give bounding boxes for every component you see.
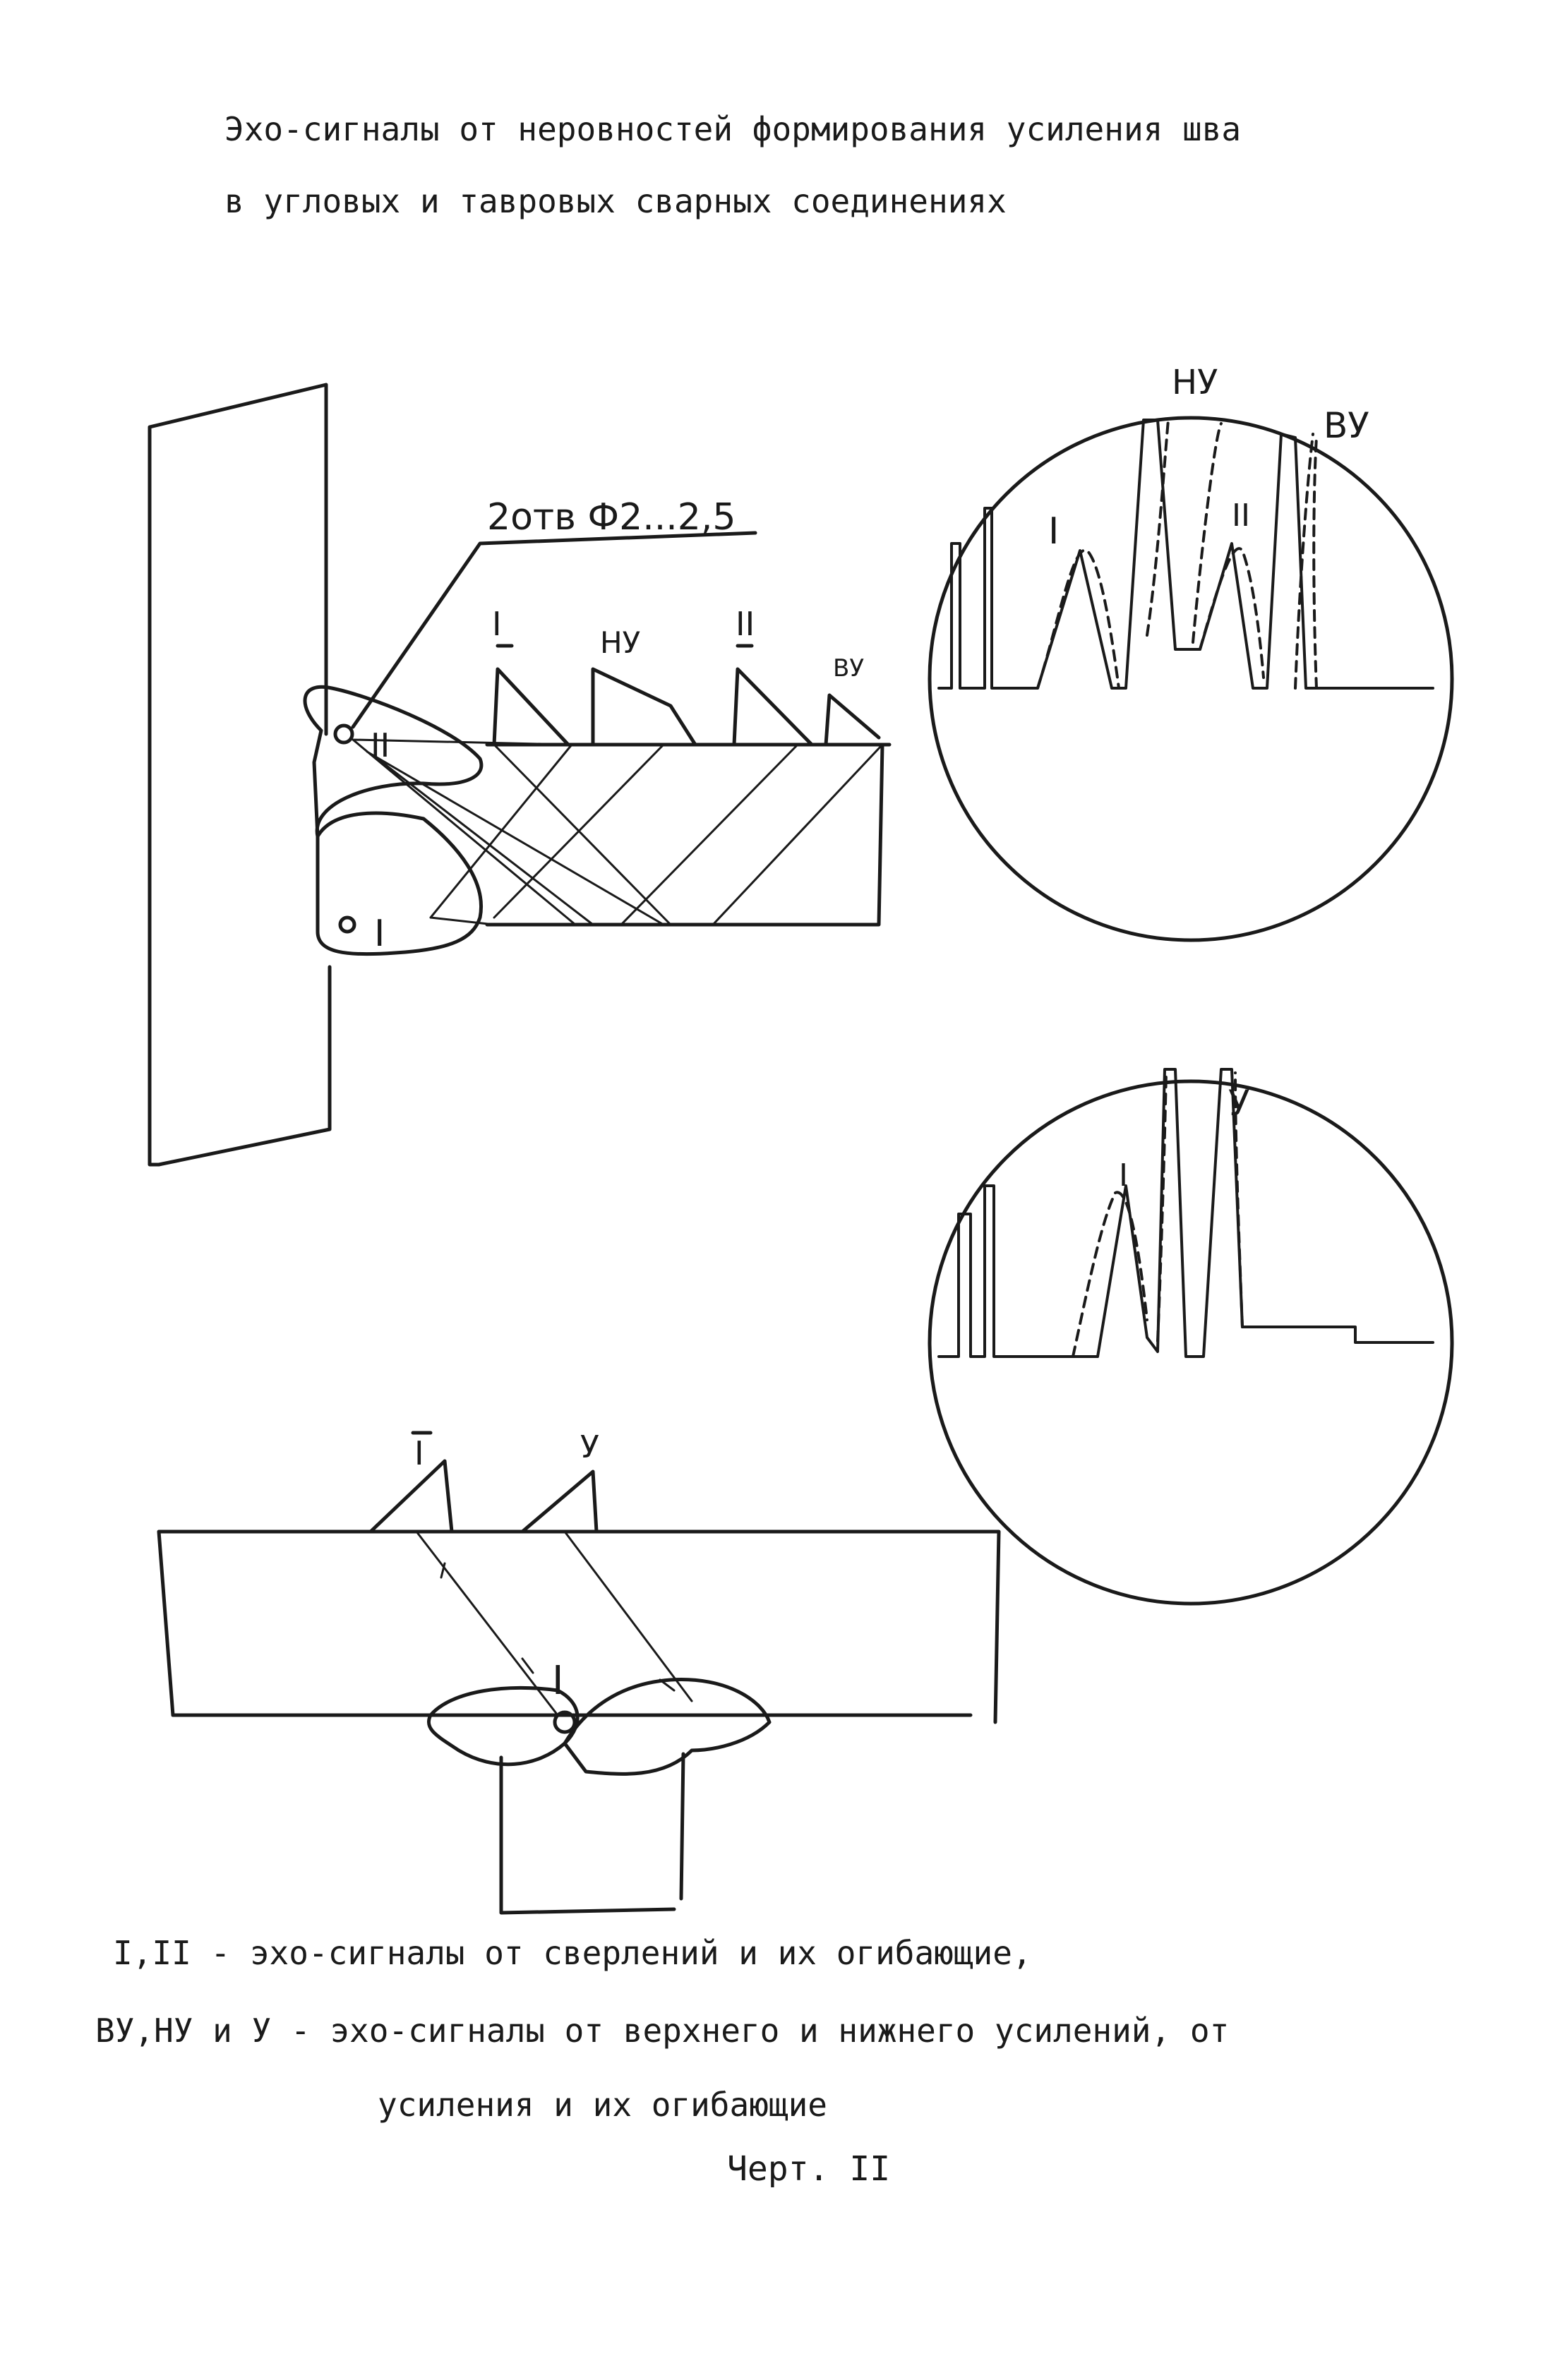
label-VU-screen1: ВУ xyxy=(1324,405,1369,446)
screen-1-trace xyxy=(937,419,1434,690)
screen-1-echogram xyxy=(928,416,1454,942)
label-U-screen2: У xyxy=(1228,1083,1249,1124)
legend-line-2: ВУ,НУ и У - эхо-сигналы от верхнего и ни… xyxy=(95,2012,1230,2050)
label-I-fig1: I xyxy=(492,605,502,643)
label-II-fig1: II xyxy=(736,605,755,643)
label-I-t-hole: I xyxy=(552,1658,564,1704)
t-echo-U xyxy=(520,1470,599,1534)
corner-joint-figure xyxy=(148,383,892,1167)
echo-VU xyxy=(824,693,881,747)
upper-weld-bead xyxy=(303,685,484,839)
screen-1-frame xyxy=(928,416,1454,942)
t-sound-beams xyxy=(415,1530,693,1717)
title-line-1: Эхо-сигналы от неровностей формирования … xyxy=(224,110,1242,148)
label-I-fig2: I xyxy=(414,1434,424,1472)
label-II-screen1: II xyxy=(1232,498,1250,534)
screen-2-envelopes xyxy=(1072,1071,1244,1358)
screen-2-echogram xyxy=(928,1068,1454,1606)
screen-2-frame xyxy=(928,1079,1454,1606)
t-joint-figure xyxy=(157,1431,1001,1915)
echo-I xyxy=(492,667,570,747)
label-I-screen1: I xyxy=(1048,510,1059,553)
figure-caption: Черт. II xyxy=(727,2149,891,2189)
holes-label: 2отв Ф2...2,5 xyxy=(487,496,736,539)
echo-II xyxy=(732,667,814,747)
hole-1-marker xyxy=(338,915,356,934)
screen-2-trace xyxy=(937,1068,1434,1358)
horizontal-plate xyxy=(485,743,892,927)
label-VU-fig1: ВУ xyxy=(833,654,864,683)
label-NU-fig1: НУ xyxy=(600,625,640,660)
t-echo-I xyxy=(368,1459,454,1534)
label-II-hole: II xyxy=(371,726,390,764)
hole-2-marker xyxy=(333,723,354,745)
label-I-screen2: I xyxy=(1119,1158,1128,1194)
label-NU-screen1: НУ xyxy=(1172,363,1218,402)
t-weld-bead-right xyxy=(563,1678,772,1776)
stem-plate xyxy=(499,1752,685,1915)
echo-NU xyxy=(591,667,697,747)
top-plate xyxy=(157,1529,1001,1724)
legend-line-1: I,II - эхо-сигналы от сверлений и их оги… xyxy=(113,1934,1032,1972)
sound-beams xyxy=(352,738,884,926)
title-line-2: в угловых и тавровых сварных соединениях xyxy=(224,182,1007,220)
vertical-plate xyxy=(148,383,332,1167)
t-hole-marker xyxy=(553,1710,577,1734)
lower-weld-bead xyxy=(316,811,483,956)
label-U-fig2: У xyxy=(580,1429,599,1465)
hole-leader xyxy=(351,531,757,729)
legend-line-3: усиления и их огибающие xyxy=(378,2086,827,2124)
label-I-hole: I xyxy=(374,913,385,955)
screen-1-envelopes xyxy=(1036,419,1318,690)
